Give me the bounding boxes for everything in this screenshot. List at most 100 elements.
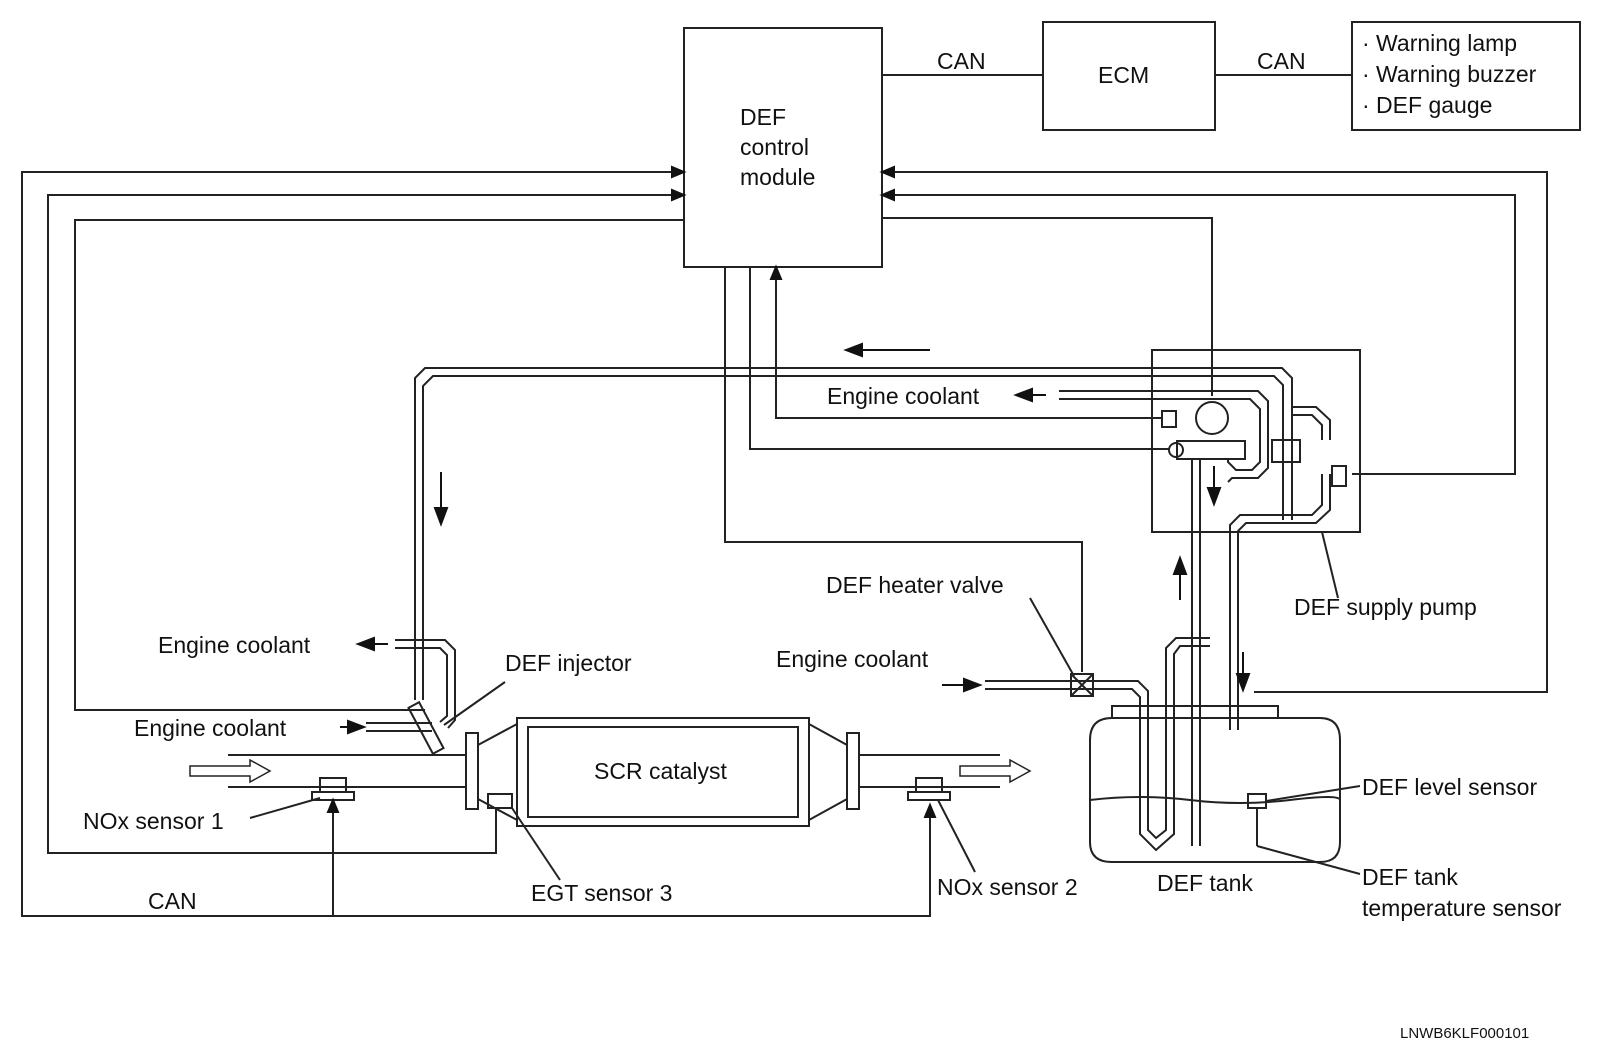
def-heater-valve-body (1071, 674, 1093, 696)
def-tank-lid (1112, 706, 1278, 718)
wire-can-bus-loop (22, 172, 930, 916)
wire-pump-right (882, 195, 1515, 474)
nox-sensor-2-body (916, 778, 942, 792)
def-heater-valve-x2 (1071, 674, 1093, 696)
leader-def-injector (444, 682, 505, 725)
def-supply-pump-box (1152, 350, 1360, 532)
wire-tank-sensors (882, 172, 1547, 692)
engine-coolant-heater-label: Engine coolant (776, 646, 929, 672)
pump-connector (1332, 466, 1346, 486)
wire-arrow-nox2 (923, 802, 937, 818)
scr-catalyst-inner (528, 727, 798, 817)
flow-arrow-coolant-pump-head (1013, 387, 1033, 403)
pump-pressure-sensor (1162, 411, 1176, 427)
heater-coolant-line-a (985, 638, 1210, 838)
output-def-gauge: · DEF gauge (1362, 92, 1493, 118)
leader-def-heater-valve (1030, 598, 1074, 676)
can-label-top-left: CAN (937, 48, 986, 74)
nox-sensor-1-body (320, 778, 346, 792)
tank-temp-label-line-2: temperature sensor (1362, 895, 1562, 921)
def-control-module-box (684, 28, 882, 267)
def-heater-valve-label: DEF heater valve (826, 572, 1004, 598)
wire-def-injector (75, 220, 684, 710)
wire-arrow-module-right-1 (879, 165, 895, 179)
def-tank-body (1090, 718, 1340, 862)
nox-sensor-2-base (908, 792, 950, 800)
wire-arrow-module-left-2 (671, 188, 687, 202)
scr-catalyst-label: SCR catalyst (594, 758, 727, 784)
pump-filter-sensor (1272, 440, 1300, 462)
leader-def-tank-temp-sensor (1257, 846, 1360, 874)
flow-arrow-coolant-inj-out-head (355, 636, 375, 652)
wire-pump-motor (882, 218, 1212, 396)
pump-motor (1196, 402, 1228, 434)
scr-flange-inlet (466, 733, 478, 809)
leader-def-level-sensor (1266, 786, 1360, 801)
exhaust-outlet-arrow (960, 760, 1030, 782)
flow-arrow-coolant-inj-in-head (347, 719, 367, 735)
def-tank-liquid-level (1090, 797, 1340, 803)
def-level-sensor-body (1248, 794, 1266, 808)
egt-sensor-3-label: EGT sensor 3 (531, 880, 673, 906)
pump-coolant-line-b (1059, 399, 1260, 470)
wire-heater-valve (725, 267, 1082, 672)
def-tank-temp-sensor-label: DEF tank temperature sensor (1362, 862, 1561, 924)
def-supply-pump-label: DEF supply pump (1294, 594, 1477, 620)
scr-flange-outlet (847, 733, 859, 809)
control-module-line-3: module (740, 164, 816, 190)
leader-nox-sensor-2 (938, 800, 975, 872)
can-label-bottom: CAN (148, 888, 197, 914)
flow-arrow-coolant-heater-head (963, 677, 983, 693)
engine-coolant-injector-out-label: Engine coolant (158, 632, 311, 658)
can-label-top-right: CAN (1257, 48, 1306, 74)
egt-sensor-3-body (488, 794, 512, 808)
output-devices-list: · Warning lamp · Warning buzzer · DEF ga… (1362, 28, 1536, 121)
wire-arrow-module-right-2 (879, 188, 895, 202)
pump-body (1177, 441, 1245, 459)
output-warning-lamp: · Warning lamp (1362, 30, 1518, 56)
wire-egt-sensor (48, 195, 684, 853)
engine-coolant-injector-in-label: Engine coolant (134, 715, 287, 741)
control-module-line-2: control (740, 134, 810, 160)
pump-return-tank-line-b (1238, 474, 1330, 730)
def-supply-line-outer (415, 368, 1292, 700)
tank-temp-label-line-1: DEF tank (1362, 864, 1458, 890)
output-warning-buzzer: · Warning buzzer (1362, 61, 1537, 87)
wire-pump-sensor (776, 267, 1162, 418)
flow-arrow-pump-down-head (1206, 487, 1222, 507)
figure-code: LNWB6KLF000101 (1400, 1025, 1530, 1042)
def-injector-label: DEF injector (505, 650, 632, 676)
nox-sensor-2-label: NOx sensor 2 (937, 874, 1078, 900)
wire-pump-valve (750, 267, 1170, 449)
leader-nox-sensor-1 (250, 798, 320, 818)
injector-coolant-out-b (395, 648, 447, 722)
wire-arrow-module-left-1 (671, 165, 687, 179)
injector-coolant-out-a (395, 640, 455, 728)
def-tank-label: DEF tank (1157, 870, 1253, 896)
wire-arrow-module-bottom (769, 264, 783, 280)
scr-catalyst-outer (517, 718, 809, 826)
pump-return-tank-line-a (1230, 474, 1322, 730)
pump-reverting-valve (1169, 443, 1183, 457)
nox-sensor-1-label: NOx sensor 1 (83, 808, 224, 834)
leader-def-supply-pump (1322, 532, 1338, 598)
engine-coolant-pump-label: Engine coolant (827, 383, 980, 409)
heater-coolant-line-b (985, 646, 1210, 850)
pump-return-line-a (1292, 415, 1322, 440)
pump-coolant-line-a (1059, 391, 1268, 482)
ecm-label: ECM (1098, 62, 1150, 88)
flow-arrow-down-head (433, 507, 449, 527)
scr-cone-outlet (809, 724, 847, 820)
def-supply-line-inner (423, 376, 1283, 700)
flow-arrow-top-head (843, 342, 863, 358)
wire-arrow-nox1 (326, 797, 340, 813)
pump-return-line-b (1292, 407, 1330, 440)
flow-arrow-tank-down-head (1235, 673, 1251, 693)
flow-arrow-pump-up-head (1172, 555, 1188, 575)
leader-egt-sensor-3 (512, 808, 560, 880)
def-level-sensor-label: DEF level sensor (1362, 774, 1538, 800)
exhaust-inlet-arrow (190, 760, 270, 782)
control-module-line-1: DEF (740, 104, 786, 130)
def-control-module-label: DEF control module (740, 102, 815, 192)
